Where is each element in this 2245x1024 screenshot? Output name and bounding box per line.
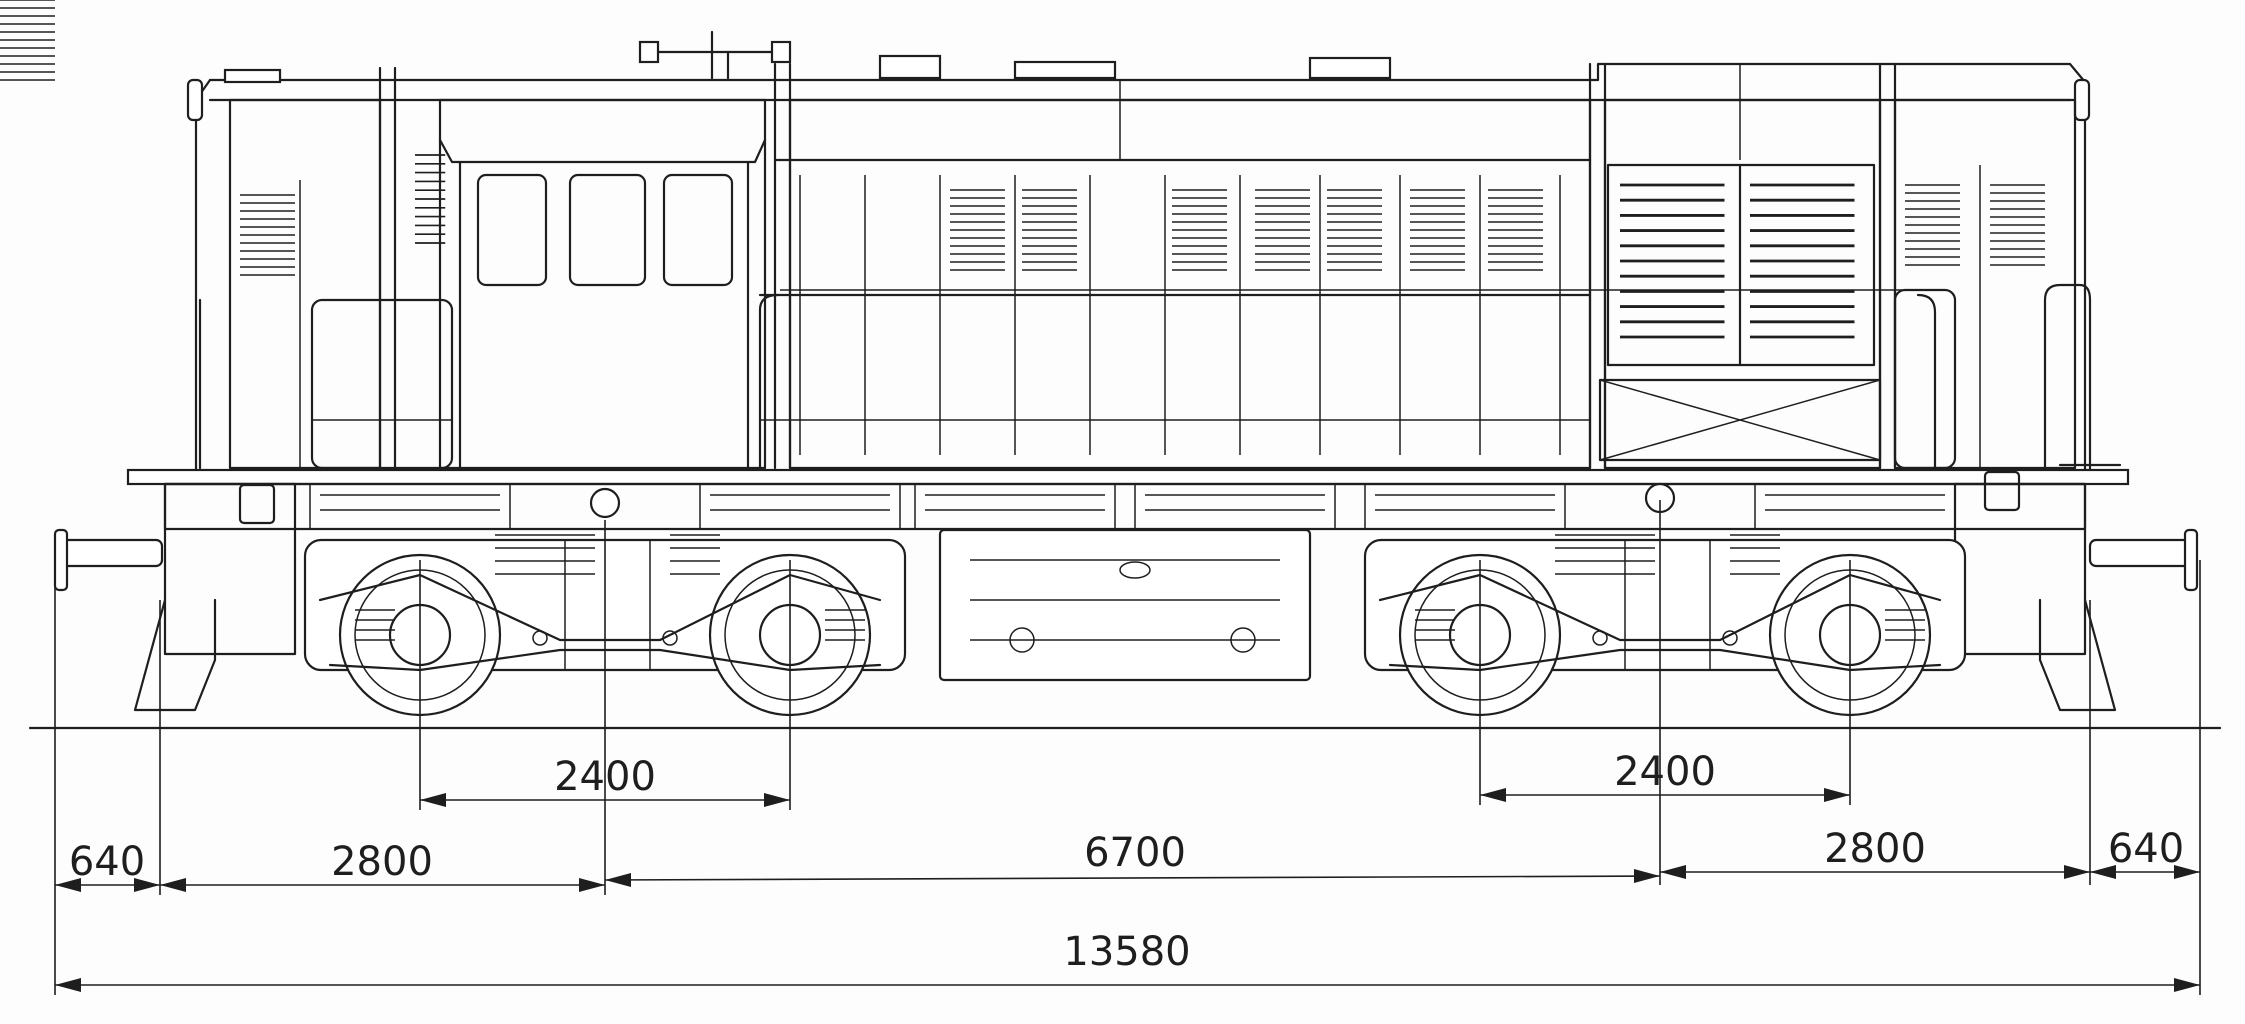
dim-overhang-rear: 640: [2108, 826, 2184, 872]
frame-sole: [163, 482, 2087, 531]
rear-hood: [1893, 98, 2077, 470]
hood-door-lines: [799, 175, 1561, 455]
cab-window-2: [568, 173, 647, 287]
roof-hatch-left: [223, 68, 282, 84]
underframe: [126, 463, 2130, 682]
fuel-tank: [938, 528, 1312, 682]
front-lamp: [186, 78, 204, 122]
front-buffer: [53, 528, 217, 712]
rear-marker-lamp: [1983, 470, 2021, 512]
bogie-pivot-front: [589, 487, 621, 519]
front-hood: [228, 98, 382, 470]
rear-lamp: [2073, 78, 2091, 122]
cab-window-3: [662, 173, 734, 287]
rear-buffer-beam: [1953, 482, 2087, 656]
springs: [355, 609, 865, 641]
locomotive-body: [0, 0, 2092, 472]
rear-bogie: [1363, 533, 1967, 717]
radiator-section: [1603, 98, 1882, 470]
dim-bogie-offset-front: 2800: [331, 839, 433, 885]
front-marker-lamp: [238, 483, 276, 525]
front-hood-door: [310, 298, 454, 470]
rear-buffer: [2038, 528, 2199, 712]
rear-hood-door: [1893, 288, 1957, 470]
louvres: [0, 0, 55, 81]
dim-overall-length: 13580: [1063, 929, 1190, 975]
horn-icon: [638, 30, 792, 80]
front-buffer-beam: [163, 482, 297, 656]
dim-wheelbase-rear: 2400: [1614, 749, 1716, 795]
roof-box: [878, 54, 942, 80]
dim-overhang-front: 640: [69, 839, 145, 885]
roof-grille-1: [1013, 60, 1117, 80]
long-hood: [788, 98, 1592, 470]
dim-wheelbase-front: 2400: [554, 754, 656, 800]
dimension-lines: [54, 500, 2201, 995]
dim-bogie-offset-rear: 2800: [1824, 826, 1926, 872]
louvre-grilles: [239, 154, 2046, 339]
roof-grille-2: [1308, 56, 1392, 80]
cab: [438, 98, 767, 470]
frame-panels: [309, 483, 1956, 530]
running-board: [126, 468, 2130, 486]
cab-window-1: [476, 173, 548, 287]
dim-bogie-centers: 6700: [1084, 830, 1186, 876]
